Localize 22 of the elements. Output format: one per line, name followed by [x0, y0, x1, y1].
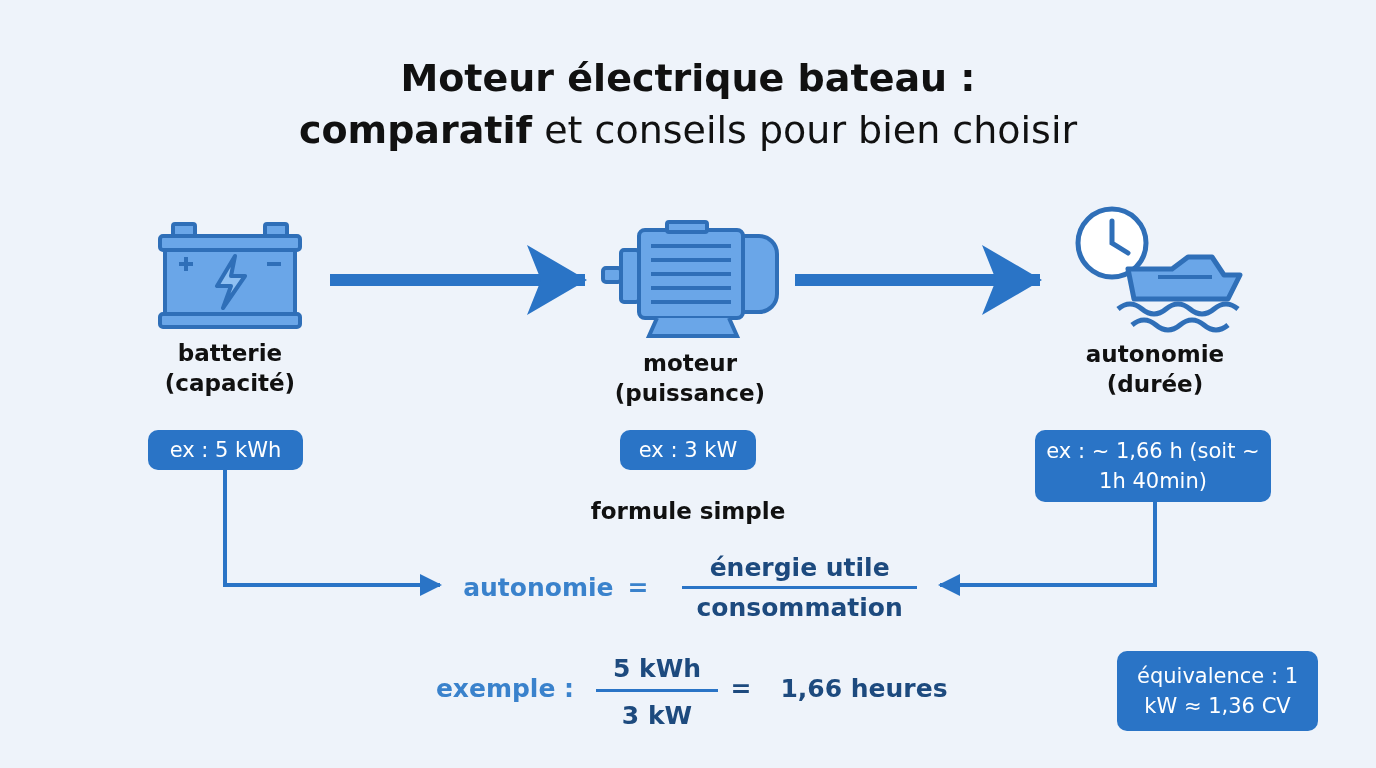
denominator: consommation [695, 592, 904, 622]
equals-sign: = [627, 572, 649, 602]
numerator: énergie utile [708, 552, 891, 582]
value-badge: ex : ~ 1,66 h (soit ~ 1h 40min) [1035, 430, 1271, 502]
arrow [938, 502, 1157, 596]
arrow [223, 470, 442, 596]
node-label: autonomie (durée) [1084, 340, 1226, 399]
formula-text: exemple : [434, 673, 576, 705]
result-text: 1,66 heures [779, 673, 949, 705]
equals-sign: = [729, 673, 753, 705]
denominator: 3 kW [620, 700, 694, 732]
arrow [330, 245, 587, 315]
node-label: moteur (puissance) [613, 349, 767, 408]
formula-text: autonomie [463, 572, 614, 602]
numerator: 5 kWh [611, 653, 703, 685]
value-badge: équivalence : 1 kW ≈ 1,36 CV [1117, 651, 1318, 731]
value-badge: ex : 5 kWh [148, 430, 303, 470]
value-badge: ex : 3 kW [620, 430, 756, 470]
arrow [795, 245, 1042, 315]
node-label: batterie (capacité) [163, 339, 297, 398]
section-heading: formule simple [589, 497, 787, 526]
title: Moteur électrique bateau : comparatif et conseils pour bien choisir [297, 55, 1079, 154]
